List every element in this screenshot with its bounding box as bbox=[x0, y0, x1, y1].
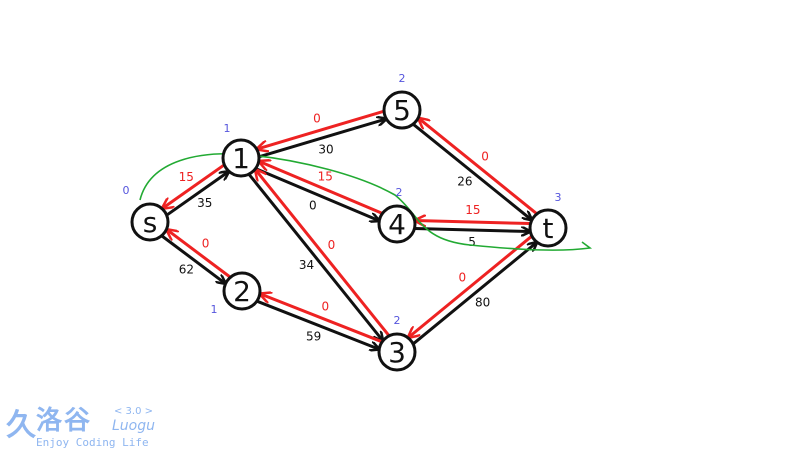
node-circle bbox=[377, 204, 417, 244]
node-level: 1 bbox=[211, 303, 218, 316]
edge-1-4 bbox=[255, 167, 379, 221]
reverse-capacity-label: 15 bbox=[318, 169, 333, 183]
capacity-label: 80 bbox=[475, 295, 490, 309]
reverse-capacity-label: 0 bbox=[328, 238, 336, 252]
node-level: 1 bbox=[224, 122, 231, 135]
node-label: s bbox=[143, 206, 158, 239]
reverse-capacity-label: 15 bbox=[179, 170, 194, 184]
reverse-edge-3-2 bbox=[260, 294, 383, 344]
capacity-label: 5 bbox=[468, 235, 476, 249]
logo-name: 洛谷 bbox=[36, 406, 93, 436]
reverse-edge-t-4 bbox=[415, 220, 531, 223]
reverse-edge-t-5 bbox=[419, 118, 538, 215]
node-circle bbox=[382, 90, 422, 130]
reverse-edge-t-3 bbox=[408, 235, 533, 337]
reverse-edge-4-1 bbox=[259, 161, 383, 215]
logo-version: < 3.0 > bbox=[114, 406, 154, 417]
edge-1-3 bbox=[247, 173, 382, 341]
node-s: s0 bbox=[123, 184, 170, 242]
capacity-label: 30 bbox=[318, 142, 333, 156]
node-level: 2 bbox=[399, 72, 406, 85]
edge-3-t bbox=[412, 243, 536, 345]
node-level: 2 bbox=[394, 314, 401, 327]
reverse-capacity-label: 0 bbox=[481, 150, 489, 164]
reverse-edge-3-1 bbox=[255, 170, 391, 337]
node-2: 21 bbox=[211, 271, 262, 316]
reverse-edge-1-s bbox=[162, 163, 225, 208]
capacity-label: 62 bbox=[179, 262, 194, 276]
node-circle bbox=[222, 271, 262, 311]
node-label: 5 bbox=[393, 94, 411, 127]
node-circle bbox=[528, 208, 568, 248]
edge-s-2 bbox=[161, 234, 225, 283]
node-level: 3 bbox=[555, 191, 562, 204]
reverse-capacity-label: 0 bbox=[202, 237, 210, 251]
edge-2-3 bbox=[256, 299, 379, 349]
reverse-capacity-label: 0 bbox=[459, 271, 467, 285]
reverse-capacity-label: 15 bbox=[465, 203, 480, 217]
node-level: 2 bbox=[396, 186, 403, 199]
node-circle bbox=[130, 202, 170, 242]
node-label: 1 bbox=[232, 142, 250, 175]
capacity-label: 0 bbox=[309, 199, 317, 213]
logo-slogan: Enjoy Coding Life bbox=[36, 436, 149, 449]
augmenting-path-curve bbox=[139, 153, 593, 251]
capacity-label: 59 bbox=[306, 329, 321, 343]
edge-5-t bbox=[412, 123, 531, 219]
node-label: t bbox=[543, 212, 554, 245]
logo-mark: 久 bbox=[6, 408, 36, 443]
node-label: 4 bbox=[388, 208, 406, 241]
reverse-capacity-label: 0 bbox=[313, 112, 321, 126]
node-level: 0 bbox=[123, 184, 130, 197]
reverse-capacity-label: 0 bbox=[322, 300, 330, 314]
node-label: 2 bbox=[233, 275, 251, 308]
node-circle bbox=[377, 332, 417, 372]
node-t: t3 bbox=[528, 191, 568, 248]
edge-s-1 bbox=[166, 172, 229, 217]
capacity-label: 35 bbox=[197, 196, 212, 210]
reverse-edge-2-s bbox=[167, 230, 231, 279]
node-3: 32 bbox=[377, 314, 417, 372]
edge-1-5 bbox=[258, 119, 386, 159]
edge-4-t bbox=[414, 228, 530, 231]
node-circle bbox=[221, 138, 261, 178]
node-4: 42 bbox=[377, 186, 417, 244]
logo-english: Luogu bbox=[112, 418, 155, 434]
node-1: 11 bbox=[221, 122, 261, 178]
node-5: 52 bbox=[382, 72, 422, 130]
capacity-label: 26 bbox=[457, 174, 472, 188]
capacity-label: 34 bbox=[299, 258, 314, 272]
node-label: 3 bbox=[388, 336, 406, 369]
reverse-edge-5-1 bbox=[257, 109, 385, 149]
